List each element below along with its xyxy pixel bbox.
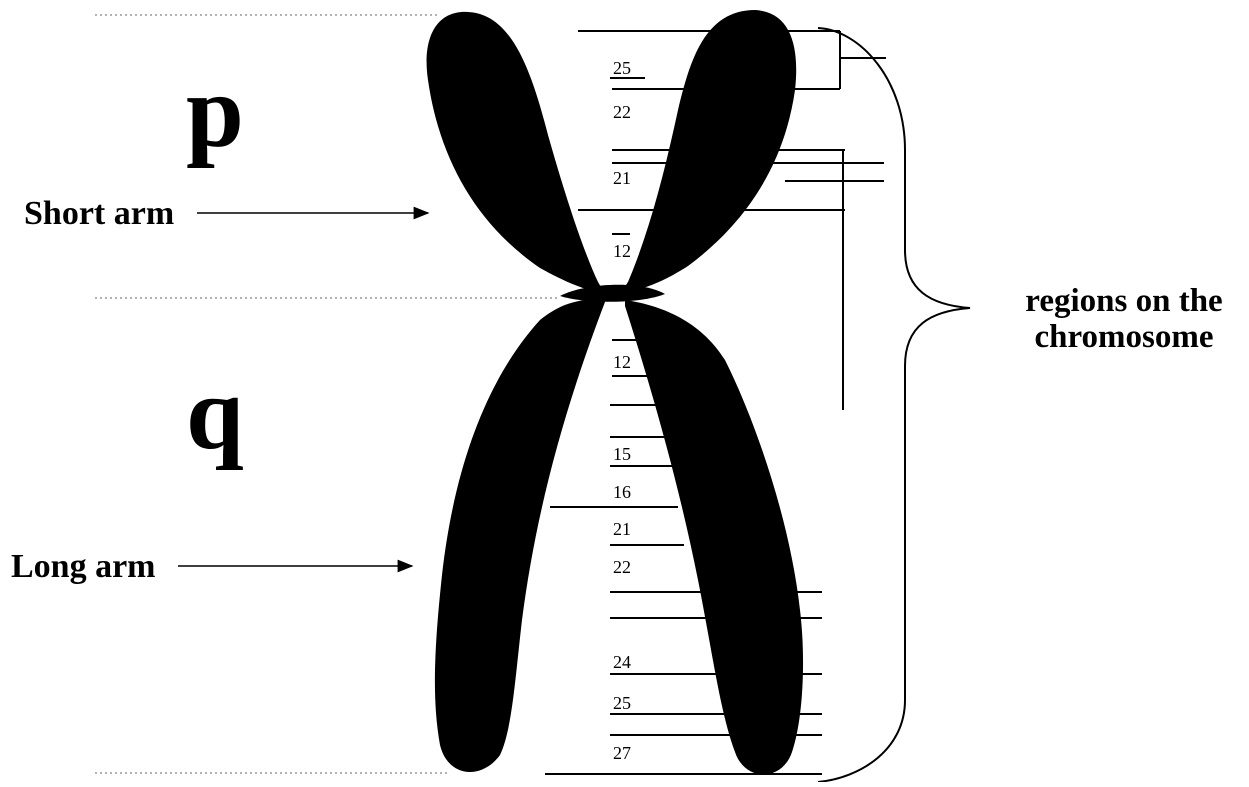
short-arm-label: Short arm bbox=[24, 195, 175, 232]
band-label: 25 bbox=[613, 693, 631, 713]
q-arm-left-chromatid bbox=[434, 298, 605, 772]
band-label: 24 bbox=[613, 652, 631, 672]
p-arm-right-chromatid bbox=[620, 10, 797, 294]
band-label: 16 bbox=[613, 482, 631, 502]
q-arm-right-chromatid bbox=[625, 300, 804, 775]
band-label: 12 bbox=[613, 241, 631, 261]
band-label: 22 bbox=[613, 557, 631, 577]
band-label: 15 bbox=[613, 444, 631, 464]
band-label: 22 bbox=[613, 102, 631, 122]
q-arm-label: q bbox=[186, 356, 244, 471]
chromosome-shape bbox=[426, 10, 804, 775]
regions-label: regions on the chromosome bbox=[1000, 283, 1248, 355]
p-arm-label: p bbox=[186, 54, 244, 169]
regions-curly-brace bbox=[817, 27, 971, 783]
centromere bbox=[560, 284, 665, 302]
band-label: 27 bbox=[613, 743, 631, 763]
long-arm-label: Long arm bbox=[11, 548, 156, 585]
p-arm-left-chromatid bbox=[426, 11, 605, 294]
band-label: 21 bbox=[613, 168, 631, 188]
regions-label-line2: chromosome bbox=[1034, 319, 1214, 355]
band-label: 21 bbox=[613, 519, 631, 539]
band-label: 25 bbox=[613, 58, 631, 78]
regions-label-line1: regions on the bbox=[1025, 283, 1223, 319]
band-label: 12 bbox=[613, 352, 631, 372]
